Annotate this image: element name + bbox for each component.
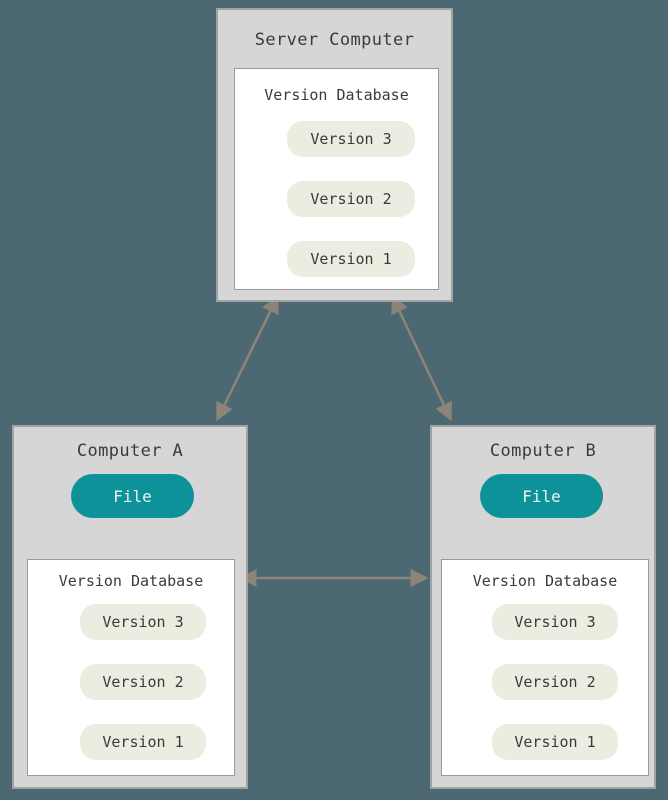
connector-server-computer-a <box>216 294 279 422</box>
computer-b-version-database: Version Database Version 3 Version 2 Ver… <box>441 559 649 776</box>
server-version-3: Version 3 <box>287 121 415 157</box>
computer-b-file: File <box>480 474 603 518</box>
computer-a-panel: Computer A File Version Database Version… <box>12 425 248 789</box>
computer-b-version-3: Version 3 <box>492 604 618 640</box>
server-version-2: Version 2 <box>287 181 415 217</box>
computer-b-version-1: Version 1 <box>492 724 618 760</box>
computer-a-file: File <box>71 474 194 518</box>
connector-server-computer-b <box>391 294 453 422</box>
computer-a-version-3: Version 3 <box>80 604 206 640</box>
server-version-database: Version Database Version 3 Version 2 Ver… <box>234 68 439 290</box>
server-version-1: Version 1 <box>287 241 415 277</box>
computer-b-panel: Computer B File Version Database Version… <box>430 425 656 789</box>
computer-a-title: Computer A <box>76 441 184 461</box>
computer-a-version-database: Version Database Version 3 Version 2 Ver… <box>27 559 235 776</box>
computer-b-title: Computer B <box>489 441 597 461</box>
computer-b-version-database-title: Version Database <box>472 572 618 590</box>
computer-a-version-1: Version 1 <box>80 724 206 760</box>
server-computer-title: Server Computer <box>254 30 415 50</box>
server-computer-panel: Server Computer Version Database Version… <box>216 8 453 302</box>
computer-a-version-database-title: Version Database <box>58 572 204 590</box>
computer-b-version-2: Version 2 <box>492 664 618 700</box>
computer-a-version-2: Version 2 <box>80 664 206 700</box>
server-version-database-title: Version Database <box>264 86 409 104</box>
